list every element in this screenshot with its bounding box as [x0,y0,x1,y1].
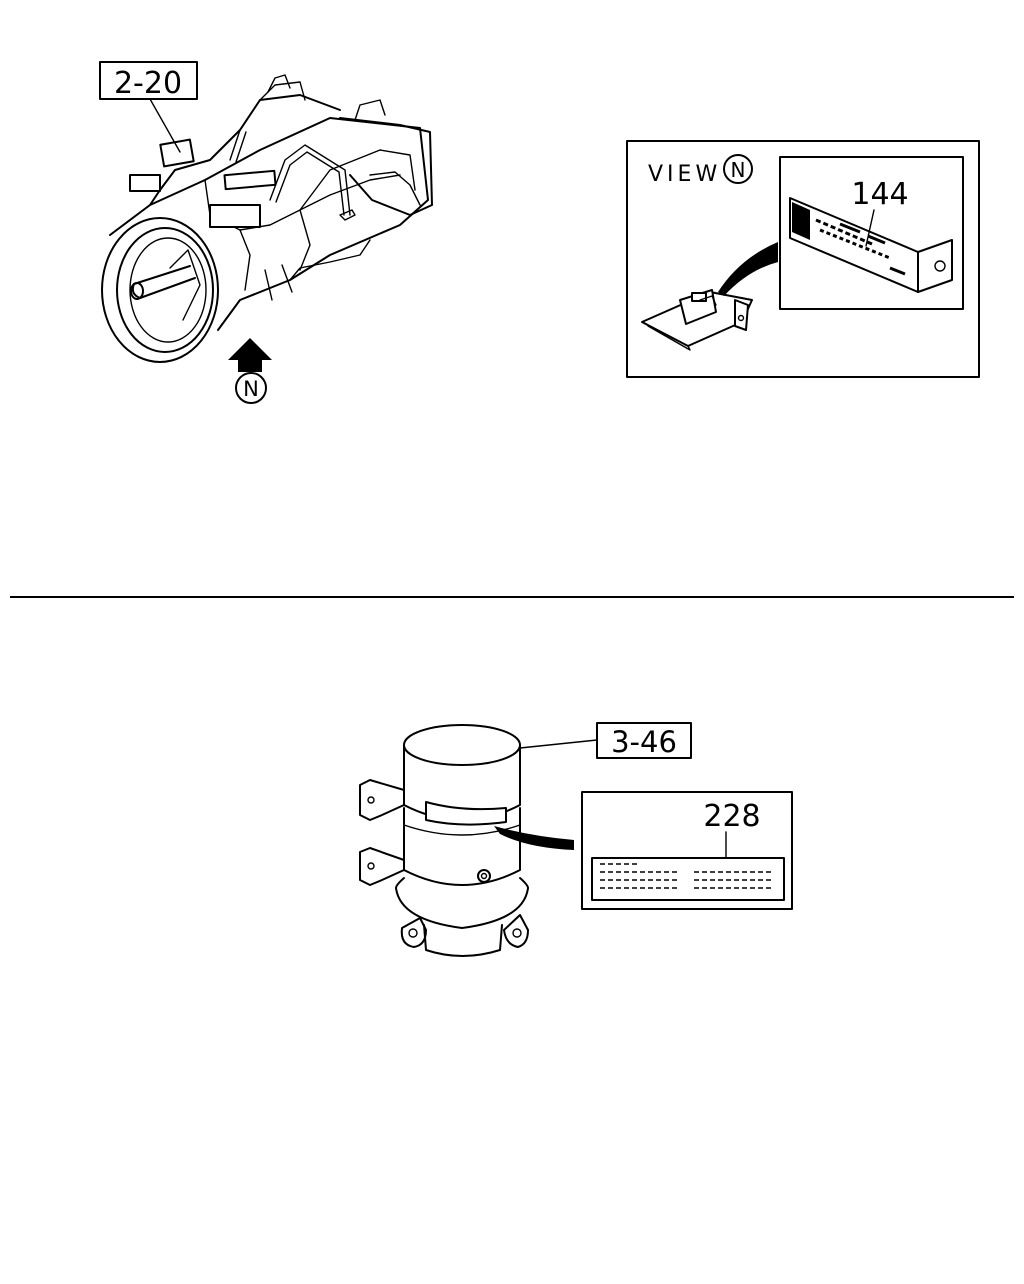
leader-144 [865,209,875,247]
leader-2-20 [149,98,181,153]
ref-label-2-20[interactable]: 2-20 [99,61,198,101]
view-arrow [228,338,272,372]
canister-illustration [359,724,529,957]
ref-label-3-46[interactable]: 3-46 [596,722,692,759]
ref-label-2-20-text: 2-20 [114,66,182,101]
callout-wedge [494,826,574,850]
transmission-illustration [101,74,433,363]
ref-label-3-46-text: 3-46 [611,725,677,759]
part-number-144[interactable]: 144 [851,177,908,212]
view-label-marker-text: N [731,158,746,182]
view-label-text: VIEW [648,162,721,187]
view-marker-n: N [235,372,267,404]
view-marker-n-text: N [243,377,259,401]
label-plate-inset: 228 [581,791,793,910]
view-n-box: VIEW N 144 [626,140,980,378]
label-plate-text-lines [600,863,772,889]
caution-plate [789,197,953,293]
leader-3-46 [519,739,598,749]
part-number-228[interactable]: 228 [703,799,760,834]
